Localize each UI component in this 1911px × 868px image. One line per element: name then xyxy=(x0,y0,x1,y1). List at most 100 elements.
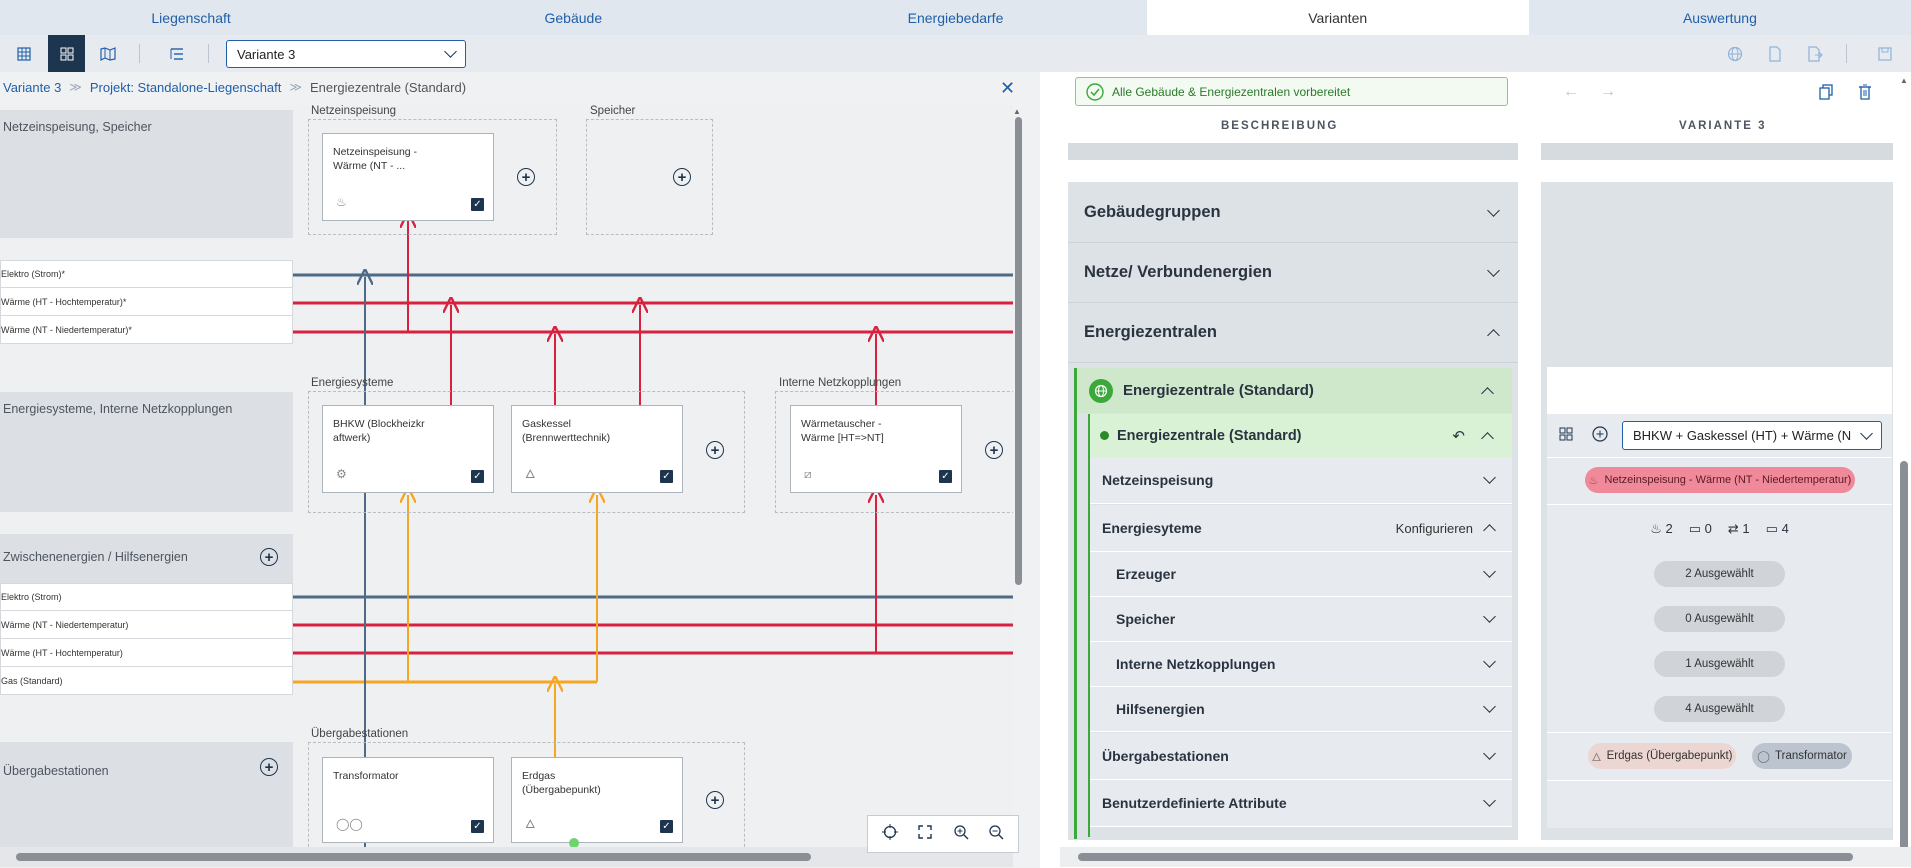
row-speicher[interactable]: Speicher xyxy=(1090,597,1512,642)
interne-selected-pill[interactable]: 1 Ausgewählt xyxy=(1654,651,1785,677)
card-netzeinspeisung[interactable]: Netzeinspeisung - Wärme (NT - ... ♨ ✓ xyxy=(322,133,494,221)
row-energiesysteme: Energiesysteme, Interne Netzkopplungen xyxy=(0,392,293,512)
arrow-right-icon[interactable]: → xyxy=(1600,83,1616,100)
grid-view-icon[interactable] xyxy=(5,35,42,72)
bus-elektro-top[interactable]: Elektro (Strom)* xyxy=(0,260,293,288)
transformator-pill[interactable]: ◯Transformator xyxy=(1752,743,1852,769)
energy-diagram: Netzeinspeisung, Speicher Energiesysteme… xyxy=(0,105,1013,847)
undo-icon[interactable]: ↶ xyxy=(1452,427,1465,445)
checkbox-checked-icon[interactable]: ✓ xyxy=(471,820,484,833)
erdgas-pill[interactable]: 🜂Erdgas (Übergabepunkt) xyxy=(1588,743,1736,769)
chevron-down-icon xyxy=(1860,426,1873,440)
chevron-down-icon xyxy=(1487,263,1500,277)
tab-varianten[interactable]: Varianten xyxy=(1146,0,1529,35)
bus-elektro-mid[interactable]: Elektro (Strom) xyxy=(0,583,293,611)
section-netze[interactable]: Netze/ Verbundenergien xyxy=(1068,243,1518,303)
bus-waerme-ht-top[interactable]: Wärme (HT - Hochtemperatur)* xyxy=(0,288,293,316)
card-title: Wärme [HT=>NT] xyxy=(801,432,884,444)
card-waermetauscher[interactable]: Wärmetauscher - Wärme [HT=>NT] ⧄ ✓ xyxy=(790,405,962,493)
bus-waerme-nt-top[interactable]: Wärme (NT - Niedertemperatur)* xyxy=(0,316,293,344)
diagram-view-icon[interactable] xyxy=(1559,427,1573,446)
panel-vertical-scrollbar[interactable]: ▲ xyxy=(1898,76,1911,856)
tree-view-icon[interactable] xyxy=(158,35,195,72)
section-gebaeudegruppen[interactable]: Gebäudegruppen xyxy=(1068,183,1518,243)
chevron-up-icon xyxy=(1483,524,1496,537)
bus-label: Wärme (HT - Hochtemperatur)* xyxy=(1,296,127,307)
add-uebergabestation-icon[interactable]: + xyxy=(260,758,278,776)
panel-horizontal-scrollbar[interactable] xyxy=(1060,847,1911,867)
document-icon[interactable] xyxy=(1756,35,1793,72)
row-label: Benutzerdefinierte Attribute xyxy=(1102,795,1287,811)
checkbox-checked-icon[interactable]: ✓ xyxy=(939,470,952,483)
section-energiezentralen[interactable]: Energiezentralen xyxy=(1068,303,1518,363)
row-hilfsenergien[interactable]: Hilfsenergien xyxy=(1090,687,1512,732)
row-label: Netzeinspeisung, Speicher xyxy=(3,120,152,134)
tab-auswertung[interactable]: Auswertung xyxy=(1682,9,1757,26)
zoom-out-icon[interactable] xyxy=(988,824,1004,845)
item-indicator xyxy=(1088,457,1090,837)
erzeuger-selected-pill[interactable]: 2 Ausgewählt xyxy=(1654,561,1785,587)
variant-select[interactable]: Variante 3 xyxy=(226,40,466,68)
fit-screen-icon[interactable] xyxy=(917,824,933,845)
diagram-vertical-scrollbar[interactable]: ▲ xyxy=(1012,107,1024,837)
copy-icon[interactable] xyxy=(1819,84,1833,105)
diagram-horizontal-scrollbar[interactable] xyxy=(0,847,1013,867)
bus-waerme-nt-mid[interactable]: Wärme (NT - Niedertemperatur) xyxy=(0,611,293,639)
zoom-in-icon[interactable] xyxy=(953,824,969,845)
add-speicher-icon[interactable]: + xyxy=(673,168,691,186)
hilfs-selected-pill[interactable]: 4 Ausgewählt xyxy=(1654,696,1785,722)
delete-icon[interactable] xyxy=(1858,84,1872,105)
close-icon[interactable]: ✕ xyxy=(1000,78,1016,98)
row-netzeinspeisung-speicher: Netzeinspeisung, Speicher xyxy=(0,110,293,238)
connector-handle[interactable] xyxy=(569,838,579,847)
add-energiesystem-icon[interactable]: + xyxy=(706,441,724,459)
checkbox-checked-icon[interactable]: ✓ xyxy=(471,198,484,211)
status-text: Alle Gebäude & Energiezentralen vorberei… xyxy=(1112,84,1351,99)
row-erzeuger[interactable]: Erzeuger xyxy=(1090,552,1512,597)
card-gaskessel[interactable]: Gaskessel (Brennwerttechnik) 🜂 ✓ xyxy=(511,405,683,493)
count-value: 1 xyxy=(1742,520,1750,536)
bus-gas-mid[interactable]: Gas (Standard) xyxy=(0,667,293,695)
card-bhkw[interactable]: BHKW (Blockheizkr aftwerk) ⚙ ✓ xyxy=(322,405,494,493)
check-circle-icon xyxy=(1086,82,1104,101)
netzeinspeisung-pill[interactable]: ♨Netzeinspeisung - Wärme (NT - Niedertem… xyxy=(1585,467,1855,493)
add-zwischenenergie-icon[interactable]: + xyxy=(260,548,278,566)
breadcrumb-variant[interactable]: Variante 3 xyxy=(3,79,62,95)
map-view-icon[interactable] xyxy=(89,35,126,72)
checkbox-checked-icon[interactable]: ✓ xyxy=(660,470,673,483)
tab-liegenschaft[interactable]: Liegenschaft xyxy=(151,9,231,26)
add-uebergabe-icon[interactable]: + xyxy=(706,791,724,809)
column-header-description: BESCHREIBUNG xyxy=(1221,120,1339,132)
energiesystem-variant-select[interactable]: BHKW + Gaskessel (HT) + Wärme (N xyxy=(1622,421,1882,450)
container-netzeinspeisung xyxy=(308,119,557,235)
container-interne-netzkopplungen xyxy=(775,391,1013,513)
speicher-selected-pill[interactable]: 0 Ausgewählt xyxy=(1654,606,1785,632)
row-netzeinspeisung[interactable]: Netzeinspeisung xyxy=(1090,457,1512,504)
add-netzeinspeisung-icon[interactable]: + xyxy=(517,168,535,186)
add-circle-icon[interactable] xyxy=(1592,426,1608,447)
row-uebergabestationen[interactable]: Übergabestationen xyxy=(1090,733,1512,780)
globe-icon[interactable] xyxy=(1716,35,1753,72)
save-icon[interactable] xyxy=(1866,35,1903,72)
checkbox-checked-icon[interactable]: ✓ xyxy=(471,470,484,483)
diagram-view-icon[interactable] xyxy=(48,35,85,72)
export-icon[interactable] xyxy=(1796,35,1833,72)
card-title: (Brennwerttechnik) xyxy=(522,432,611,444)
bus-icon: ▭ xyxy=(1765,520,1778,536)
bus-waerme-ht-mid[interactable]: Wärme (HT - Hochtemperatur) xyxy=(0,639,293,667)
energiezentrale-group[interactable]: Energiezentrale (Standard) xyxy=(1074,368,1512,413)
checkbox-checked-icon[interactable]: ✓ xyxy=(660,820,673,833)
tab-energiebedarfe[interactable]: Energiebedarfe xyxy=(907,9,1004,26)
tab-gebaeude[interactable]: Gebäude xyxy=(544,9,603,26)
energiezentrale-item[interactable]: Energiezentrale (Standard) ↶ xyxy=(1088,414,1512,457)
card-transformator[interactable]: Transformator ◯◯ ✓ xyxy=(322,757,494,843)
row-benutzerdefinierte-attribute[interactable]: Benutzerdefinierte Attribute xyxy=(1090,780,1512,827)
add-netzkopplung-icon[interactable]: + xyxy=(985,441,1003,459)
breadcrumb-project[interactable]: Projekt: Standalone-Liegenschaft xyxy=(89,79,282,95)
card-erdgas[interactable]: Erdgas (Übergabepunkt) 🜂 ✓ xyxy=(511,757,683,843)
center-icon[interactable] xyxy=(881,823,898,845)
row-interne-netzkopplungen[interactable]: Interne Netzkopplungen xyxy=(1090,642,1512,687)
arrow-left-icon[interactable]: ← xyxy=(1563,83,1579,100)
configure-link[interactable]: Konfigurieren xyxy=(1395,520,1473,536)
